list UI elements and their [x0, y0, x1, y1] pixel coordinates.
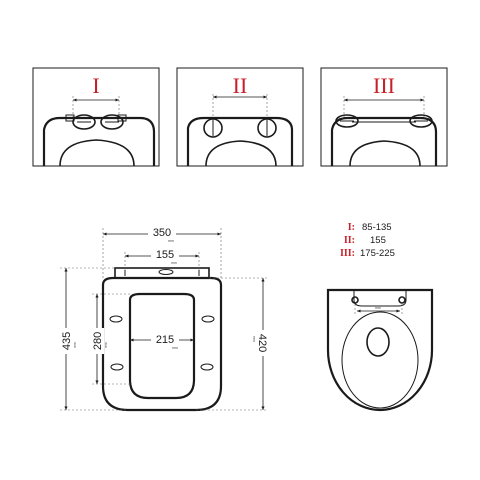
dim-hinge-unit: mm	[171, 261, 177, 265]
round-seat-view: mm	[326, 288, 434, 412]
panel-ii-roman: II	[233, 73, 248, 98]
panel-i-roman: I	[92, 73, 99, 98]
round-seat-unit: mm	[375, 306, 381, 310]
dim-inner-unit: mm	[172, 346, 178, 350]
dim-height-right: 420	[256, 334, 268, 352]
panel-i-frame	[32, 67, 160, 167]
panel-iii-seat-opening	[349, 140, 421, 167]
panel-iii-hinge-right	[409, 114, 433, 128]
buffer-left-bottom	[110, 363, 124, 371]
panel-ii: II	[176, 67, 304, 167]
panel-ii-seat-outline	[186, 116, 294, 166]
dim-height-outer: 435	[61, 332, 73, 350]
legend-roman-iii: III:	[340, 248, 355, 259]
hinge-legend: I: 85-135 II: 155 III: 175-225	[340, 222, 395, 259]
panel-iii-seat-outline	[330, 116, 438, 166]
panel-i: I	[32, 67, 160, 167]
dim-outer-unit: mm	[73, 342, 77, 348]
seat-outline	[101, 276, 223, 412]
dim-width-top: 350	[153, 227, 171, 239]
buffer-left-top	[109, 315, 123, 323]
seat-opening	[128, 292, 196, 400]
legend-value-ii: 155	[370, 235, 386, 246]
legend-roman-i: I:	[348, 222, 355, 233]
dim-hinge-spacing: 155	[156, 249, 174, 261]
buffer-right-top	[201, 315, 215, 323]
dim-height-inner: 280	[92, 332, 104, 350]
legend-value-i: 85-135	[362, 222, 392, 233]
panel-iii-frame	[320, 67, 448, 167]
round-seat-inner	[341, 311, 419, 409]
round-seat-opening	[366, 327, 390, 357]
dim-right-unit: mm	[252, 336, 256, 342]
buffer-right-bottom	[200, 363, 214, 371]
dim-inner-height-unit: mm	[104, 342, 108, 348]
panel-iii-roman: III	[373, 73, 395, 98]
panel-i-seat-outline	[42, 116, 156, 166]
round-seat-hinge-left	[351, 296, 359, 304]
panel-ii-seat-opening	[205, 140, 277, 167]
panel-iii-hinge-left	[335, 114, 359, 128]
panel-ii-frame	[176, 67, 304, 167]
seat-top-view: 350 mm 155 mm 215 mm 435 mm 280 mm 420	[59, 225, 270, 412]
legend-value-iii: 175-225	[360, 248, 395, 259]
panel-ii-hinge-right	[257, 118, 277, 138]
dim-width-top-unit: mm	[168, 239, 174, 243]
legend-roman-ii: II:	[344, 235, 355, 246]
panel-ii-hinge-left	[203, 118, 223, 138]
panel-i-hinge-left	[72, 114, 96, 130]
panel-i-seat-opening	[59, 139, 135, 167]
panel-iii: III	[320, 67, 448, 167]
round-seat-hinge-right	[398, 296, 406, 304]
panel-i-hinge-right	[100, 114, 124, 130]
dim-inner-width: 215	[156, 334, 174, 346]
round-seat-outline	[326, 288, 434, 412]
